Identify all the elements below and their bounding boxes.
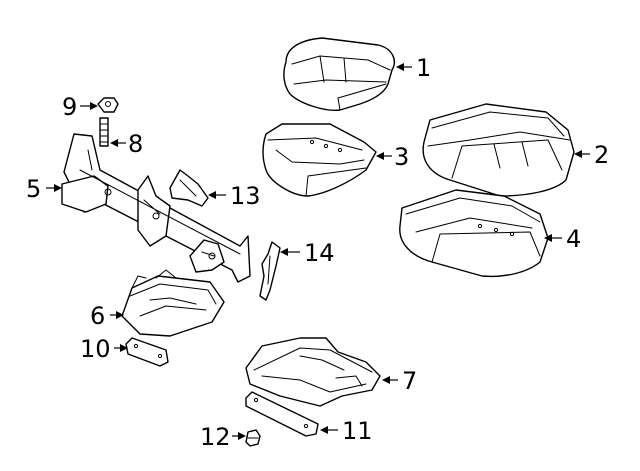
callout-3[interactable]: 3 [376,143,409,171]
callout-6[interactable]: 6 [90,302,124,330]
part-12-clip[interactable] [245,429,261,447]
callout-2[interactable]: 2 [574,141,609,169]
part-3-cushion-pad[interactable] [262,123,377,197]
callout-number: 14 [304,239,335,267]
part-8-bolt[interactable] [99,117,109,147]
callout-number: 3 [394,143,409,171]
part-13-side-bracket[interactable] [169,169,209,207]
callout-number: 4 [566,225,581,253]
callout-number: 10 [80,335,111,363]
part-4-cushion-pad[interactable] [399,189,549,278]
part-7-large-tray[interactable] [245,337,381,407]
callout-number: 2 [594,141,609,169]
callout-number: 13 [230,182,261,210]
part-9-nut[interactable] [97,97,119,113]
callout-8[interactable]: 8 [110,130,143,158]
callout-number: 9 [62,93,77,121]
callout-11[interactable]: 11 [320,417,373,445]
callout-13[interactable]: 13 [208,182,261,210]
callout-9[interactable]: 9 [62,93,98,121]
callout-12[interactable]: 12 [200,423,246,451]
callout-10[interactable]: 10 [80,335,128,363]
part-14-side-rail[interactable] [259,241,281,301]
callout-5[interactable]: 5 [26,175,62,203]
callout-number: 11 [342,417,373,445]
callout-14[interactable]: 14 [280,239,335,267]
callout-number: 7 [402,367,417,395]
callout-4[interactable]: 4 [544,225,581,253]
part-5-seat-frame[interactable] [61,133,251,283]
part-2-cushion-cover[interactable] [422,103,575,197]
part-10-bracket[interactable] [125,337,169,367]
part-11-strip[interactable] [245,391,319,437]
callout-number: 1 [416,54,431,82]
part-1-cushion-cover[interactable] [283,37,396,111]
callout-number: 12 [200,423,231,451]
callout-number: 6 [90,302,105,330]
callout-1[interactable]: 1 [396,54,431,82]
callout-number: 8 [128,130,143,158]
callout-7[interactable]: 7 [382,367,417,395]
callout-number: 5 [26,175,41,203]
part-6-tray[interactable] [121,269,225,337]
